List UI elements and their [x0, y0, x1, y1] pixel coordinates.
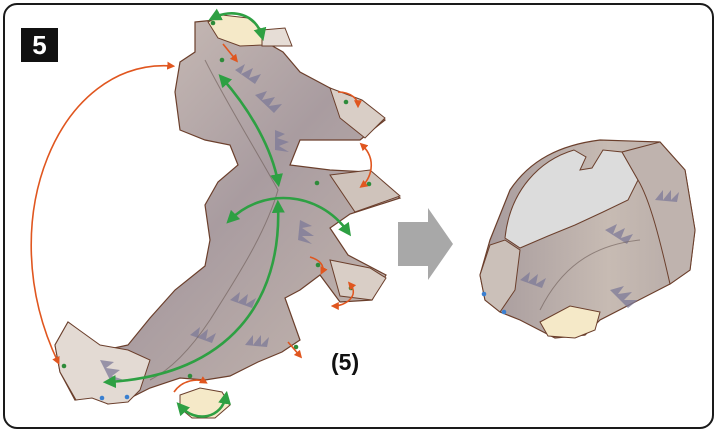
right-arrow-icon: [398, 208, 453, 280]
sub-step-label: (5): [331, 349, 359, 376]
net-top-flap: [262, 28, 292, 46]
assembled-model: [480, 140, 695, 338]
